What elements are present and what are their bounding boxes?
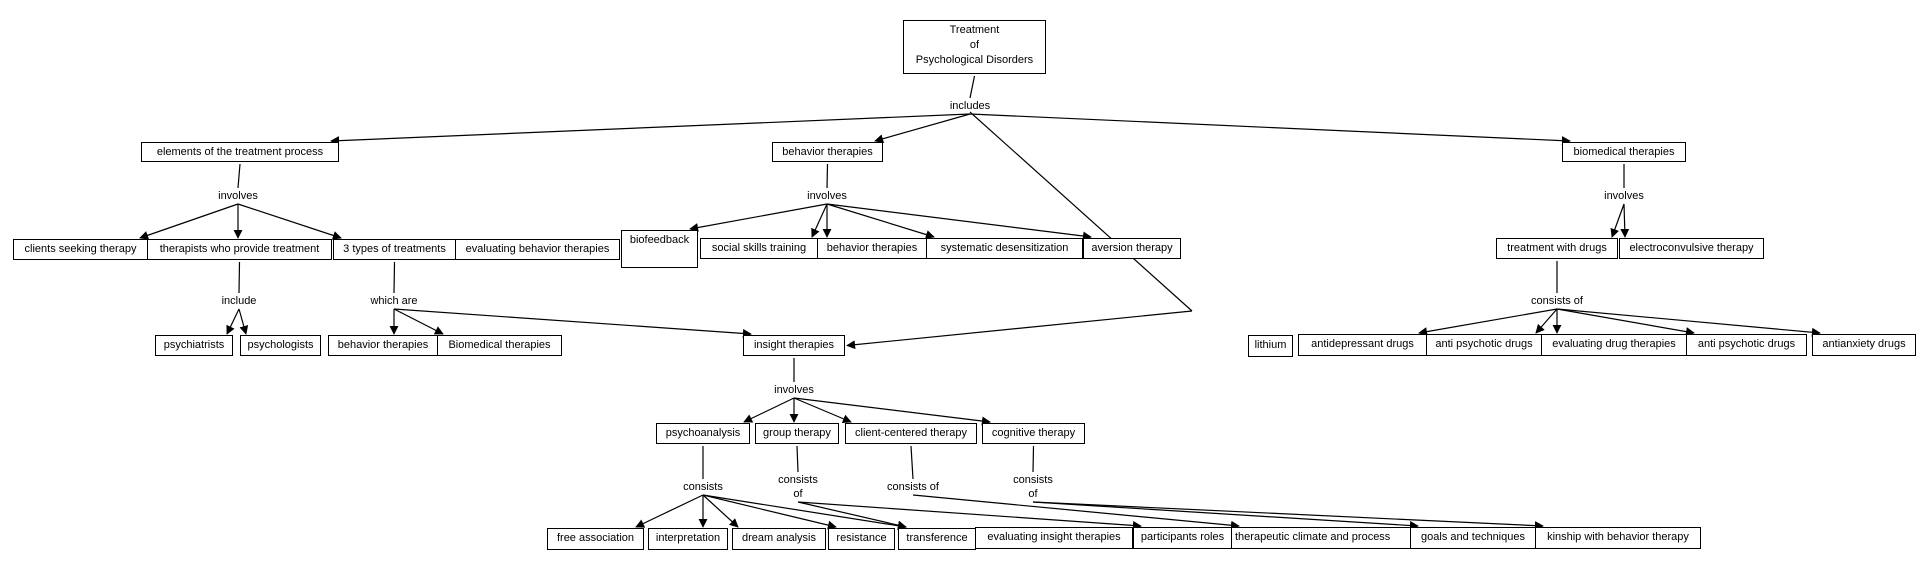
link-arrow-involves_biomedical-to-electroconvulsive xyxy=(1620,203,1630,238)
concept-interpretation[interactable]: interpretation xyxy=(648,528,728,550)
link-arrow-consists_of_client-to-climate xyxy=(912,494,1240,530)
link-arrow-include_therapists-to-psychiatrists xyxy=(226,308,240,335)
concept-elements-of-treatment-process[interactable]: elements of the treatment process xyxy=(141,142,339,162)
link-line-includes-bend xyxy=(969,111,1193,312)
concept-behavior-therapies-mid[interactable]: behavior therapies xyxy=(817,238,927,259)
concept-therapeutic-climate-and-process[interactable]: therapeutic climate and process xyxy=(1231,527,1411,549)
concept-psychoanalysis[interactable]: psychoanalysis xyxy=(656,423,750,444)
link-phrase-involves-behavior[interactable]: involves xyxy=(807,190,847,202)
link-arrow-involves_elements-to-clients xyxy=(139,203,239,240)
link-arrow-involves_elements-to-three_types xyxy=(237,203,342,240)
link-arrow-consists_of_drugs-to-antianxiety xyxy=(1556,308,1821,337)
concept-goals-and-techniques[interactable]: goals and techniques xyxy=(1410,527,1536,549)
link-arrow-involves_behavior-to-systematic xyxy=(826,203,935,239)
concept-group-therapy[interactable]: group therapy xyxy=(755,423,839,444)
link-line-three_types-to-phrase xyxy=(393,261,396,294)
link-phrase-consists-of-drugs[interactable]: consists of xyxy=(1531,295,1583,307)
link-arrow-involves_behavior-to-aversion xyxy=(826,203,1092,241)
link-phrase-include[interactable]: include xyxy=(221,295,257,307)
link-arrow-consists_of_group-to-transference xyxy=(797,501,907,530)
concept-social-skills-training[interactable]: social skills training xyxy=(700,238,818,259)
link-arrow-consists_psycho-to-free_assoc xyxy=(635,494,704,528)
link-arrow-includes-to-biomedical_top xyxy=(969,113,1571,146)
concept-insight-therapies[interactable]: insight therapies xyxy=(743,335,845,356)
concept-participants-roles[interactable]: participants roles xyxy=(1133,527,1232,549)
concept-biofeedback[interactable]: biofeedback xyxy=(621,230,698,268)
concept-3-types-of-treatments[interactable]: 3 types of treatments xyxy=(333,239,456,260)
concept-cognitive-therapy[interactable]: cognitive therapy xyxy=(982,423,1085,444)
link-line-group-to-phrase xyxy=(796,445,799,473)
link-phrase-consists-psychoanalysis[interactable]: consists xyxy=(683,481,723,493)
concept-antidepressant-drugs[interactable]: antidepressant drugs xyxy=(1298,334,1427,356)
concept-free-association[interactable]: free association xyxy=(547,528,644,550)
concept-resistance[interactable]: resistance xyxy=(828,528,895,550)
concept-systematic-desensitization[interactable]: systematic desensitization xyxy=(926,238,1083,259)
link-phrase-includes[interactable]: includes xyxy=(949,100,991,112)
link-arrow-consists_of_drugs-to-antipsychotic1 xyxy=(1535,308,1558,334)
concept-evaluating-behavior-therapies[interactable]: evaluating behavior therapies xyxy=(455,239,620,260)
concept-client-centered-therapy[interactable]: client-centered therapy xyxy=(845,423,977,444)
concept-aversion-therapy[interactable]: aversion therapy xyxy=(1083,238,1181,259)
link-phrase-consists-of-cognitive[interactable]: consists of xyxy=(1013,474,1053,500)
concept-treatment-with-drugs[interactable]: treatment with drugs xyxy=(1496,238,1618,259)
link-arrow-consists_of_drugs-to-antidepressant xyxy=(1418,308,1558,337)
link-line-client_centered-to-phrase xyxy=(910,445,914,480)
concept-clients-seeking-therapy[interactable]: clients seeking therapy xyxy=(13,239,148,260)
link-phrase-consists-of-group[interactable]: consists of xyxy=(778,474,818,500)
link-line-root-to-phrase xyxy=(969,75,976,99)
concept-dream-analysis[interactable]: dream analysis xyxy=(732,528,826,550)
concept-psychiatrists[interactable]: psychiatrists xyxy=(155,335,233,356)
link-phrase-which-are[interactable]: which are xyxy=(370,295,418,307)
link-arrow-consists_of_drugs-to-antipsychotic2 xyxy=(1556,308,1695,337)
concept-therapists-who-provide-treatment[interactable]: therapists who provide treatment xyxy=(147,239,332,260)
link-arrow-includes-to-elements xyxy=(330,113,971,146)
concept-root[interactable]: Treatment of Psychological Disorders xyxy=(903,20,1046,74)
link-line-behavior_top-to-phrase xyxy=(826,163,829,189)
concept-behavior-therapies-low[interactable]: behavior therapies xyxy=(328,335,438,356)
concept-evaluating-insight-therapies[interactable]: evaluating insight therapies xyxy=(975,527,1133,549)
concept-biomedical-therapies-top[interactable]: biomedical therapies xyxy=(1562,142,1686,162)
concept-electroconvulsive-therapy[interactable]: electroconvulsive therapy xyxy=(1619,238,1764,259)
concept-kinship-with-behavior-therapy[interactable]: kinship with behavior therapy xyxy=(1535,527,1701,549)
concept-psychologists[interactable]: psychologists xyxy=(240,335,321,356)
link-arrow-includes-to-insight xyxy=(846,310,1193,350)
link-phrase-involves-insight[interactable]: involves xyxy=(774,384,814,396)
link-arrow-involves_biomedical-to-treatment_drugs xyxy=(1610,203,1625,238)
concept-evaluating-drug-therapies[interactable]: evaluating drug therapies xyxy=(1541,334,1687,356)
link-phrase-consists-of-client[interactable]: consists of xyxy=(887,481,939,493)
link-arrow-consists_of_group-to-participants xyxy=(797,501,1142,530)
link-arrow-consists_psycho-to-dream xyxy=(702,494,739,528)
link-arrow-involves_insight-to-psychoanalysis xyxy=(743,397,795,423)
link-arrow-involves_insight-to-client_centered xyxy=(793,397,852,424)
concept-biomedical-therapies-low[interactable]: Biomedical therapies xyxy=(437,335,562,356)
concept-antianxiety-drugs[interactable]: antianxiety drugs xyxy=(1812,334,1916,356)
link-arrow-include_therapists-to-psychologists xyxy=(238,308,249,335)
concept-transference[interactable]: transference xyxy=(898,528,976,550)
link-arrow-involves_insight-to-cognitive xyxy=(793,397,991,426)
link-line-therapists-to-phrase xyxy=(238,261,241,294)
link-arrow-which_are-to-insight xyxy=(393,308,752,338)
link-arrow-involves_behavior-to-social_skills xyxy=(811,203,828,238)
link-phrase-involves-elements[interactable]: involves xyxy=(218,190,258,202)
link-arrow-consists_of_cognitive-to-goals xyxy=(1032,501,1419,530)
concept-behavior-therapies-top[interactable]: behavior therapies xyxy=(772,142,883,162)
link-line-elements-to-phrase xyxy=(237,163,241,189)
concept-anti-psychotic-drugs[interactable]: anti psychotic drugs xyxy=(1426,334,1542,356)
concept-lithium[interactable]: lithium xyxy=(1248,335,1293,357)
link-arrow-includes-to-behavior_top xyxy=(874,113,971,144)
link-line-cognitive-to-phrase xyxy=(1032,445,1035,473)
concept-anti-psychotic-drugs-2[interactable]: anti psychotic drugs xyxy=(1686,334,1807,356)
link-arrow-consists_of_cognitive-to-kinship xyxy=(1032,501,1544,531)
link-phrase-involves-biomedical[interactable]: involves xyxy=(1604,190,1644,202)
link-arrow-which_are-to-biomedical_low xyxy=(393,308,444,335)
link-arrow-involves_behavior-to-biofeedback xyxy=(689,203,828,232)
